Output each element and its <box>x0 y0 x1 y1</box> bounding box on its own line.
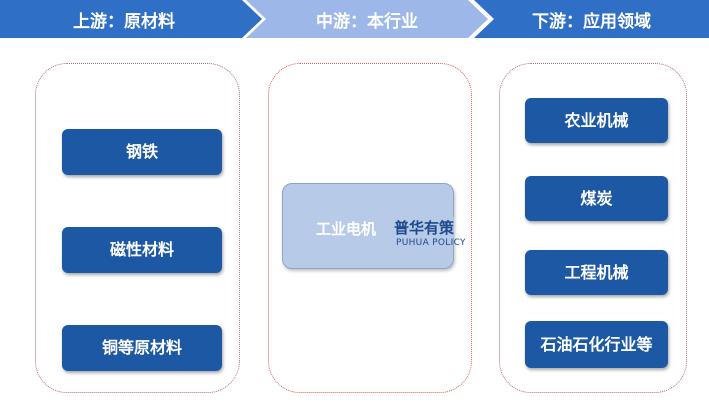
midstream-chevron: 中游：本行业 <box>246 0 488 38</box>
downstream-box-label: 煤炭 <box>580 188 613 208</box>
midstream-label: 中游：本行业 <box>316 11 418 32</box>
watermark-cn: 普华有策 <box>394 217 455 238</box>
upstream-box-steel: 钢铁 <box>62 129 222 175</box>
downstream-box-petro: 石油石化行业等 <box>525 321 668 368</box>
downstream-panel <box>499 63 687 393</box>
downstream-box-label: 石油石化行业等 <box>540 334 653 354</box>
upstream-label: 上游：原材料 <box>73 11 175 32</box>
downstream-box-label: 工程机械 <box>564 262 629 282</box>
downstream-label: 下游：应用领域 <box>532 11 651 32</box>
upstream-box-copper: 铜等原材料 <box>62 325 222 371</box>
upstream-box-label: 磁性材料 <box>109 240 174 260</box>
downstream-box-coal: 煤炭 <box>525 176 668 221</box>
downstream-box-engineering: 工程机械 <box>525 250 668 295</box>
downstream-box-label: 农业机械 <box>564 110 629 130</box>
upstream-box-label: 铜等原材料 <box>101 338 182 358</box>
upstream-panel <box>35 63 240 393</box>
upstream-chevron: 上游：原材料 <box>0 0 262 38</box>
downstream-chevron: 下游：应用领域 <box>474 0 709 38</box>
midstream-panel <box>268 63 472 393</box>
downstream-box-agri: 农业机械 <box>525 98 668 143</box>
midstream-box-label: 工业电机 <box>316 220 377 238</box>
watermark-en: PUHUA POLICY <box>396 238 466 248</box>
upstream-box-label: 钢铁 <box>125 142 158 162</box>
upstream-box-magnetic: 磁性材料 <box>62 227 222 273</box>
